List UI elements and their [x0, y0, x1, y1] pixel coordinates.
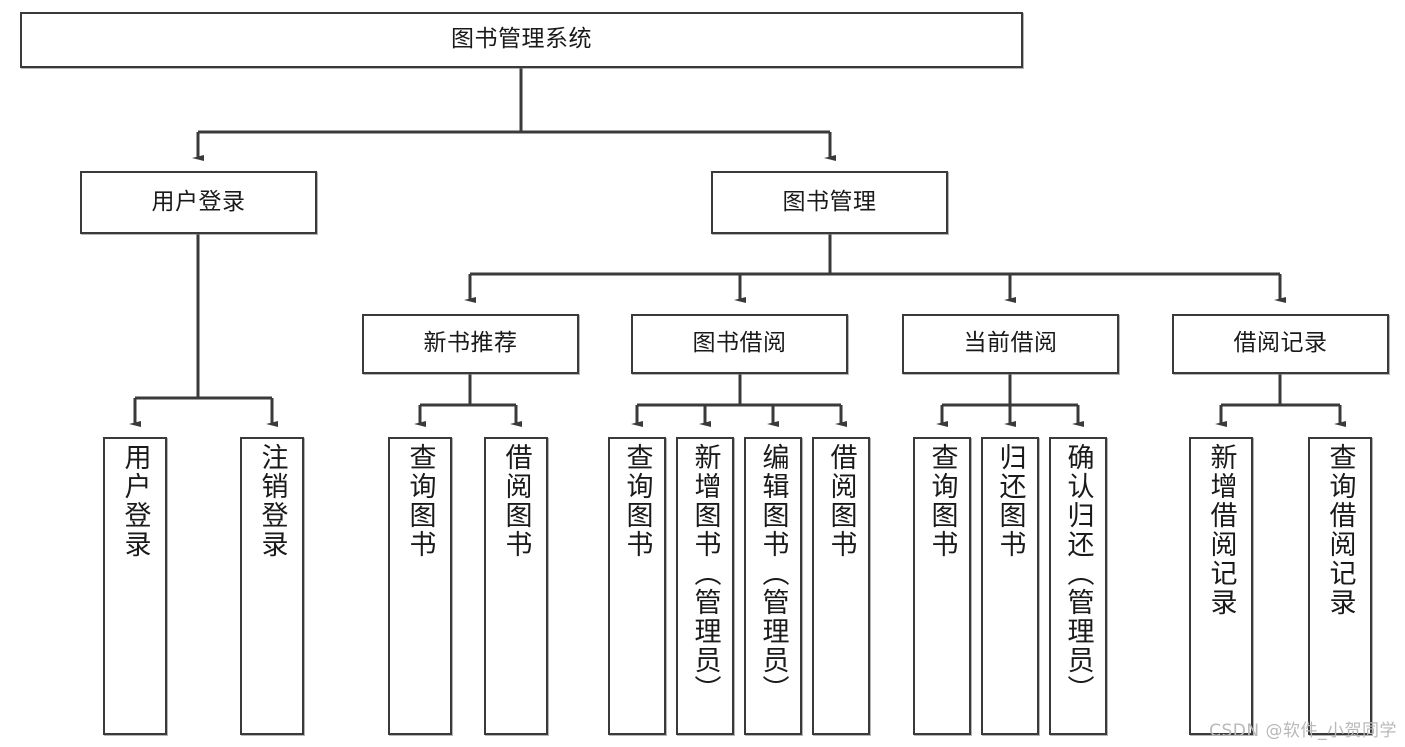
- node-root[interactable]: 图书管理系统: [20, 12, 1023, 68]
- node-book-borrow[interactable]: 图书借阅: [631, 314, 848, 374]
- node-current-borrow[interactable]: 当前借阅: [902, 314, 1119, 374]
- node-leaf-user-login-label: 用户登录: [119, 443, 151, 559]
- node-leaf-rec-add-record[interactable]: 新增借阅记录: [1189, 437, 1253, 735]
- node-leaf-cur-confirm-return-label: 确认归还（管理员）: [1062, 443, 1094, 704]
- node-user-login-label: 用户登录: [151, 188, 246, 215]
- node-leaf-borrow-add-book-label: 新增图书（管理员）: [689, 443, 721, 704]
- node-book-manage-label: 图书管理: [782, 188, 877, 215]
- node-leaf-borrow-edit-book[interactable]: 编辑图书（管理员）: [744, 437, 802, 735]
- node-leaf-rec-query-record[interactable]: 查询借阅记录: [1308, 437, 1372, 735]
- node-leaf-cur-query-book-label: 查询图书: [926, 443, 958, 559]
- node-leaf-rec-query-book[interactable]: 查询图书: [388, 437, 452, 735]
- node-leaf-cur-return-book-label: 归还图书: [994, 443, 1026, 559]
- node-leaf-borrow-add-book[interactable]: 新增图书（管理员）: [676, 437, 734, 735]
- node-current-borrow-label: 当前借阅: [963, 330, 1058, 357]
- node-root-label: 图书管理系统: [451, 26, 592, 53]
- node-leaf-user-logout-label: 注销登录: [256, 443, 288, 559]
- node-leaf-cur-query-book[interactable]: 查询图书: [913, 437, 971, 735]
- node-leaf-user-logout[interactable]: 注销登录: [240, 437, 304, 735]
- node-leaf-cur-confirm-return[interactable]: 确认归还（管理员）: [1049, 437, 1107, 735]
- node-borrow-record[interactable]: 借阅记录: [1172, 314, 1389, 374]
- node-book-manage[interactable]: 图书管理: [711, 171, 948, 234]
- node-leaf-borrow-borrow-book-label: 借阅图书: [825, 443, 857, 559]
- node-leaf-rec-borrow-book-label: 借阅图书: [500, 443, 532, 559]
- node-leaf-rec-query-record-label: 查询借阅记录: [1324, 443, 1356, 617]
- node-book-borrow-label: 图书借阅: [692, 330, 787, 357]
- node-leaf-rec-add-record-label: 新增借阅记录: [1205, 443, 1237, 617]
- node-leaf-rec-query-book-label: 查询图书: [404, 443, 436, 559]
- node-new-book-rec[interactable]: 新书推荐: [362, 314, 579, 374]
- node-leaf-borrow-edit-book-label: 编辑图书（管理员）: [757, 443, 789, 704]
- node-new-book-rec-label: 新书推荐: [423, 330, 518, 357]
- node-leaf-borrow-query-book[interactable]: 查询图书: [608, 437, 666, 735]
- node-borrow-record-label: 借阅记录: [1233, 330, 1328, 357]
- node-user-login[interactable]: 用户登录: [80, 171, 317, 234]
- node-leaf-cur-return-book[interactable]: 归还图书: [981, 437, 1039, 735]
- node-leaf-borrow-query-book-label: 查询图书: [621, 443, 653, 559]
- watermark-text: CSDN @软件_小贺同学: [1209, 721, 1397, 741]
- node-leaf-rec-borrow-book[interactable]: 借阅图书: [484, 437, 548, 735]
- node-leaf-borrow-borrow-book[interactable]: 借阅图书: [812, 437, 870, 735]
- node-leaf-user-login[interactable]: 用户登录: [103, 437, 167, 735]
